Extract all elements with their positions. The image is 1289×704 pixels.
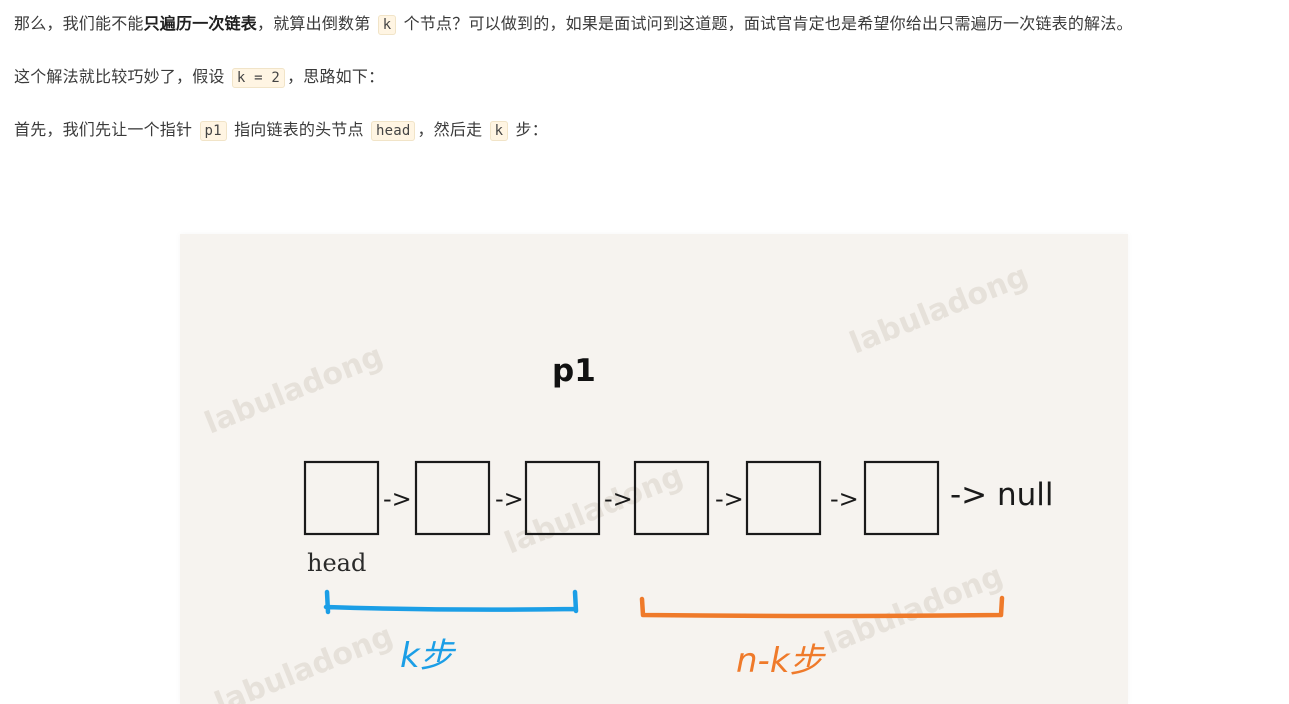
null-terminator-label: -> null (950, 477, 1054, 513)
inline-code-k-steps: k (489, 121, 509, 141)
linked-list-figure: labuladong labuladong labuladong labulad… (180, 234, 1128, 704)
p1-text-1: 那么，我们能不能 (14, 14, 144, 33)
inline-code-p1: p1 (199, 121, 227, 141)
n-minus-k-steps-label: n-k步 (736, 641, 827, 681)
p2-text-1: 这个解法就比较巧妙了，假设 (14, 67, 225, 86)
p1-text-3: 个节点？可以做到的，如果是面试问到这道题，面试官肯定也是希望你给出只需遍历一次链… (403, 14, 1133, 33)
arrow-5: -> (830, 485, 859, 513)
watermark-5: labuladong (210, 618, 398, 704)
inline-code-head: head (370, 121, 416, 141)
watermark-1: labuladong (200, 338, 388, 441)
watermark-group: labuladong labuladong labuladong labulad… (200, 258, 1033, 704)
linked-list-diagram: labuladong labuladong labuladong labulad… (200, 258, 1054, 704)
arrow-4: -> (715, 485, 744, 513)
inline-code-k-equals-2: k = 2 (231, 68, 286, 88)
paragraph-step-one: 首先，我们先让一个指针 p1 指向链表的头节点 head，然后走 k 步： (14, 114, 1280, 147)
p2-text-2: ，思路如下： (287, 67, 385, 86)
node-box-6 (863, 460, 940, 536)
p1-text-2: ，就算出倒数第 (257, 14, 371, 33)
arrow-3: -> (604, 485, 633, 513)
node-arrows: -> -> -> -> -> (383, 485, 859, 513)
p3-text-2: 指向链表的头节点 (234, 120, 364, 139)
watermark-3: labuladong (500, 458, 688, 561)
inline-code-k: k (377, 15, 397, 35)
p3-text-1: 首先，我们先让一个指针 (14, 120, 193, 139)
n-minus-k-steps-bracket (639, 595, 1005, 619)
node-box-4 (633, 460, 710, 536)
p1-bold-text: 只遍历一次链表 (143, 14, 258, 33)
p3-text-4: 步： (515, 120, 548, 139)
arrow-2: -> (495, 485, 524, 513)
paragraph-intro: 那么，我们能不能只遍历一次链表，就算出倒数第 k 个节点？可以做到的，如果是面试… (14, 8, 1280, 41)
node-box-1 (303, 460, 380, 536)
article-body: 那么，我们能不能只遍历一次链表，就算出倒数第 k 个节点？可以做到的，如果是面试… (14, 8, 1280, 167)
paragraph-assumption: 这个解法就比较巧妙了，假设 k = 2，思路如下： (14, 61, 1280, 94)
watermark-2: labuladong (845, 258, 1033, 361)
k-steps-bracket (323, 589, 579, 615)
node-boxes (303, 460, 940, 536)
head-label: head (307, 549, 366, 577)
p3-text-3: ，然后走 (417, 120, 483, 139)
k-steps-label: k步 (400, 636, 457, 676)
pointer-p1-label: p1 (552, 353, 596, 389)
arrow-1: -> (383, 485, 412, 513)
node-box-3 (524, 460, 601, 536)
node-box-2 (414, 460, 491, 536)
node-box-5 (745, 460, 822, 536)
watermark-4: labuladong (820, 558, 1008, 661)
